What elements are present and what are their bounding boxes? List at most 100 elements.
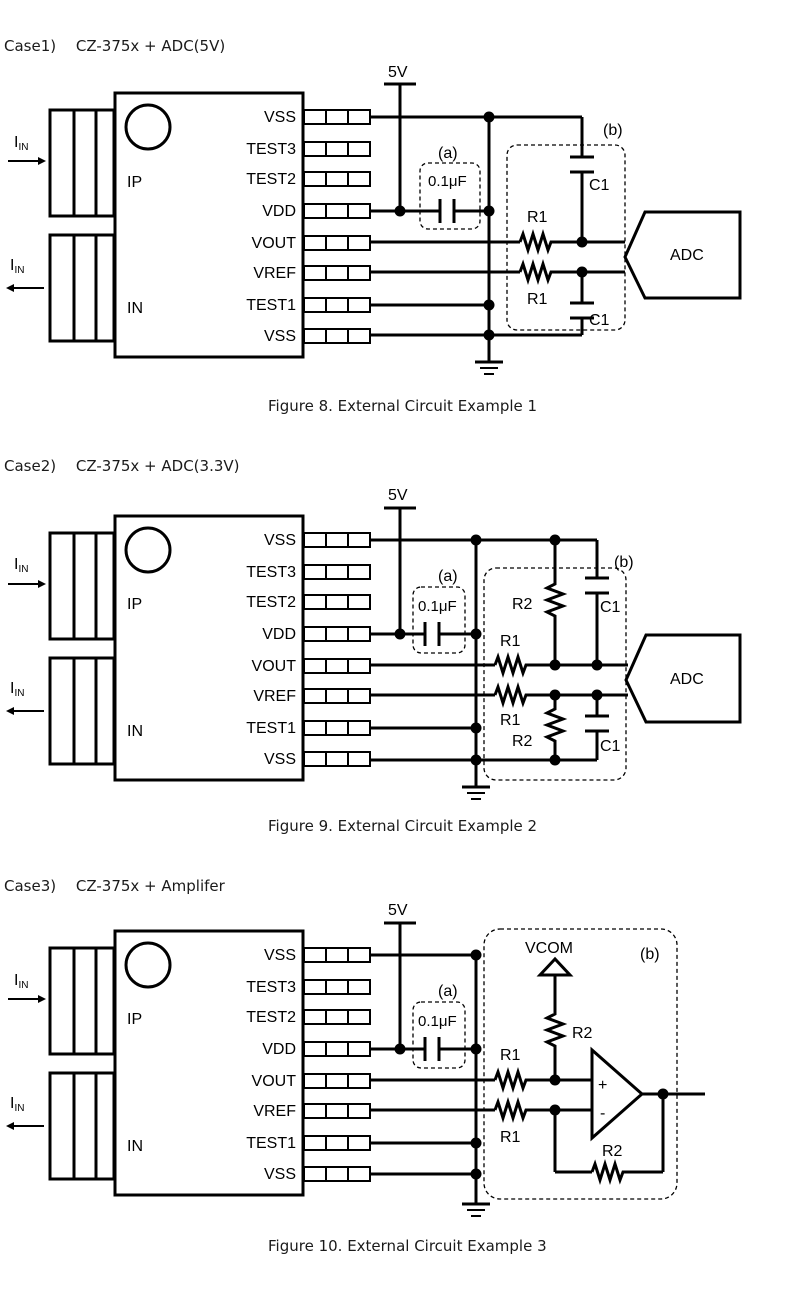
capacitor-0.1uF [438, 199, 456, 223]
chip-body [113, 514, 305, 782]
box-b [506, 144, 626, 331]
pin-row-6: TEST1 [246, 1135, 371, 1152]
iin-label-top: IIN [14, 556, 28, 575]
svg-text:TEST1: TEST1 [246, 297, 296, 314]
supply-label: 5V [388, 902, 408, 919]
adc-block [623, 210, 742, 300]
svg-text:VREF: VREF [253, 688, 296, 705]
resistor-r1-bottom [493, 681, 529, 709]
in-terminal [48, 233, 116, 343]
r2-bottom-label: R2 [602, 1143, 623, 1160]
r2-top-label: R2 [512, 596, 533, 613]
pin-row-7: VSS [264, 1166, 371, 1183]
c1-bottom-label: C1 [600, 738, 621, 755]
iin-label-bottom: IIN [10, 680, 24, 699]
case-label: Case2) CZ-375x + ADC(3.3V) [4, 457, 240, 475]
svg-text:VSS: VSS [264, 532, 296, 549]
pin-row-4: VOUT [252, 235, 371, 252]
pin-row-4: VOUT [252, 658, 371, 675]
box-a-label: (a) [438, 568, 458, 585]
c1-bottom-label: C1 [589, 312, 610, 329]
opamp-minus: - [600, 1105, 605, 1122]
svg-text:VSS: VSS [264, 1166, 296, 1183]
capacitor-c1-bottom [585, 714, 609, 733]
pin-row-6: TEST1 [246, 720, 371, 737]
resistor-r2-top [542, 580, 568, 618]
figure-caption: Figure 8. External Circuit Example 1 [268, 397, 537, 415]
figure-caption: Figure 10. External Circuit Example 3 [268, 1237, 547, 1255]
chip-ip-label: IP [127, 596, 142, 613]
pin-row-2: TEST2 [246, 594, 371, 611]
vcom-symbol [536, 956, 574, 977]
pin-row-1: TEST3 [246, 564, 371, 581]
c1-top-label: C1 [600, 599, 621, 616]
iin-label-bottom: IIN [10, 1095, 24, 1114]
svg-text:TEST3: TEST3 [246, 564, 296, 581]
chip-body [113, 929, 305, 1197]
chip-in-label: IN [127, 1138, 143, 1155]
pin-row-3: VDD [262, 203, 371, 220]
figure-caption: Figure 9. External Circuit Example 2 [268, 817, 537, 835]
box-a [412, 1001, 466, 1069]
box-b [483, 928, 678, 1200]
box-b-label: (b) [640, 946, 660, 963]
iin-in-arrow [8, 995, 46, 1003]
pin-row-5: VREF [253, 688, 371, 705]
iin-label-top: IIN [14, 134, 28, 153]
resistor-r1-top [493, 651, 529, 679]
pin1-marker [124, 941, 172, 989]
resistor-r1-bottom [518, 258, 554, 286]
svg-text:TEST2: TEST2 [246, 1009, 296, 1026]
svg-text:VSS: VSS [264, 947, 296, 964]
pin-row-5: VREF [253, 265, 371, 282]
capacitor-c1-bottom [570, 301, 594, 320]
c1-top-label: C1 [589, 177, 610, 194]
svg-text:VDD: VDD [262, 1041, 296, 1058]
vcom-label: VCOM [525, 940, 573, 957]
adc-block [624, 633, 742, 724]
pin-row-6: TEST1 [246, 297, 371, 314]
pin-row-0: VSS [264, 532, 371, 549]
chip-ip-label: IP [127, 1011, 142, 1028]
opamp [590, 1046, 645, 1142]
figure-1: Case1) CZ-375x + ADC(5V) IIN IIN IP IN V… [4, 37, 742, 415]
in-terminal [48, 1071, 116, 1181]
resistor-r2-top [542, 1010, 568, 1048]
iin-out-arrow [6, 284, 44, 292]
svg-text:VOUT: VOUT [252, 1073, 297, 1090]
pin-row-7: VSS [264, 751, 371, 768]
figure-3: Case3) CZ-375x + Amplifer IIN IIN IP IN … [4, 877, 705, 1255]
ground-symbol [462, 1202, 490, 1217]
svg-text:TEST2: TEST2 [246, 171, 296, 188]
supply-label: 5V [388, 64, 408, 81]
ip-terminal [48, 531, 116, 641]
svg-text:VREF: VREF [253, 265, 296, 282]
pin-row-0: VSS [264, 109, 371, 126]
r2-bottom-label: R2 [512, 733, 533, 750]
box-a [419, 162, 481, 230]
box-b-label: (b) [614, 554, 634, 571]
capacitor-c1-top [585, 576, 609, 595]
r1-bottom-label: R1 [500, 1129, 521, 1146]
pin-row-3: VDD [262, 1041, 371, 1058]
svg-text:VDD: VDD [262, 203, 296, 220]
ground-symbol [475, 360, 503, 375]
ip-terminal [48, 108, 116, 218]
iin-label-bottom: IIN [10, 257, 24, 276]
svg-text:TEST3: TEST3 [246, 141, 296, 158]
pin-row-4: VOUT [252, 1073, 371, 1090]
pin-row-1: TEST3 [246, 979, 371, 996]
chip-in-label: IN [127, 300, 143, 317]
svg-text:VDD: VDD [262, 626, 296, 643]
ground-symbol [462, 785, 490, 800]
chip-in-label: IN [127, 723, 143, 740]
adc-label: ADC [670, 671, 704, 688]
svg-text:TEST1: TEST1 [246, 1135, 296, 1152]
pin-row-3: VDD [262, 626, 371, 643]
figure-2: Case2) CZ-375x + ADC(3.3V) IIN IIN IP IN… [4, 457, 742, 835]
iin-in-arrow [8, 580, 46, 588]
box-b [483, 567, 627, 781]
pin-row-5: VREF [253, 1103, 371, 1120]
svg-text:TEST3: TEST3 [246, 979, 296, 996]
